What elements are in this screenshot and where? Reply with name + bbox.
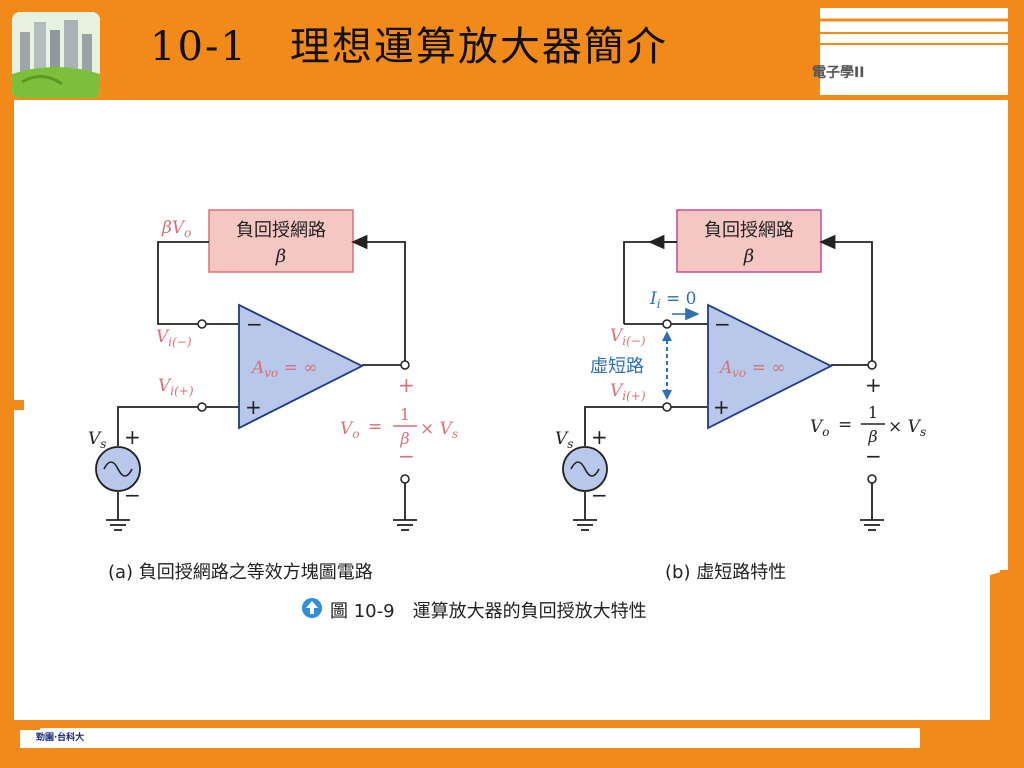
wire-b-feedback-out — [819, 234, 873, 365]
feedback-box-a — [208, 209, 354, 273]
output-b-frac-num: 1 — [868, 403, 878, 422]
opamp-b-plus-sign: + — [713, 395, 730, 419]
output-b-frac-den: β — [867, 427, 877, 446]
wire-b-source — [584, 406, 663, 446]
opamp-b-minus-sign: − — [714, 312, 731, 336]
opamp-a-plus-sign: + — [245, 395, 262, 419]
label-b-vs: Vs — [555, 429, 573, 451]
caption-a: (a) 負回授網路之等效方塊圖電路 — [108, 562, 373, 583]
wire-a-source — [117, 406, 200, 446]
wire-b-feedback-in — [623, 241, 677, 324]
feedback-box-b-line1: 負回授網路 — [704, 220, 794, 241]
ground-icon — [860, 519, 884, 531]
up-arrow-circle-icon — [302, 598, 322, 618]
source-b-plus: + — [591, 425, 608, 449]
diagram-a: 負回授網路 β − + Avo = ∞ βVo Vi(−) Vi(+) Vs +… — [88, 209, 458, 531]
source-b-minus: − — [591, 483, 608, 507]
label-a-vin-plus: Vi(+) — [158, 376, 194, 398]
caption-b: (b) 虛短路特性 — [665, 562, 787, 583]
output-a-frac-num: 1 — [400, 405, 410, 424]
slide-title: 10-1 理想運算放大器簡介 — [150, 24, 668, 70]
output-a-plus: + — [398, 373, 415, 397]
opamp-b — [707, 303, 834, 430]
output-b-equals: = — [838, 415, 852, 435]
sine-wave-icon — [570, 461, 600, 477]
opamp-b-gain: Avo = ∞ — [718, 358, 786, 380]
subject-label: 電子學II — [812, 65, 865, 81]
wire-a-feedback-in — [157, 241, 209, 325]
wire-a-feedback-out — [351, 234, 406, 365]
output-a-times-vs: × Vs — [420, 419, 458, 441]
output-b-vo: Vo — [810, 417, 830, 439]
terminal-b-out — [867, 360, 877, 370]
output-b-plus: + — [865, 373, 882, 397]
opamp-a-minus-sign: − — [246, 312, 263, 336]
terminal-a-out — [400, 360, 410, 370]
ground-icon — [393, 519, 417, 531]
source-a-plus: + — [124, 425, 141, 449]
label-a-beta-vo: βVo — [161, 218, 191, 240]
label-b-vin-plus: Vi(+) — [610, 381, 646, 403]
source-a-minus: − — [124, 483, 141, 507]
thumbnail-image — [12, 12, 100, 98]
output-a-frac-den: β — [399, 429, 409, 448]
label-a-vin-minus: Vi(−) — [156, 327, 192, 349]
output-a-minus: − — [398, 444, 415, 468]
terminal-b-minus — [662, 319, 672, 329]
terminal-a-out-ground — [400, 474, 410, 484]
virtual-short-arrow-up-icon — [662, 331, 672, 341]
ground-icon — [573, 519, 597, 531]
opamp-a-gain: Avo = ∞ — [250, 358, 318, 380]
terminal-b-plus — [662, 402, 672, 412]
sine-wave-icon — [103, 461, 133, 477]
terminal-b-out-ground — [867, 474, 877, 484]
ground-icon — [106, 519, 130, 531]
opamp-a — [238, 303, 365, 430]
label-b-vin-minus: Vi(−) — [610, 326, 646, 348]
feedback-box-b-line2: β — [743, 246, 754, 267]
output-b-times-vs: × Vs — [888, 417, 926, 439]
feedback-box-a-line1: 負回授網路 — [236, 220, 326, 241]
publisher-logo: 勁園‧台科大 — [36, 733, 85, 743]
output-a-vo: Vo — [340, 419, 360, 441]
feedback-box-a-line2: β — [275, 246, 286, 267]
label-b-virtual-short: 虛短路 — [590, 356, 644, 377]
diagram-b: 負回授網路 β − + Avo = ∞ Ii = 0 Vi(−) Vi(+) 虛… — [555, 209, 926, 531]
label-b-ii: Ii = 0 — [649, 289, 696, 311]
output-a-equals: = — [368, 417, 382, 437]
terminal-a-minus — [197, 319, 207, 329]
virtual-short-arrow-down-icon — [662, 390, 672, 400]
terminal-a-plus — [197, 402, 207, 412]
label-a-vs: Vs — [88, 429, 106, 451]
output-b-minus: − — [865, 444, 882, 468]
figure-caption: 圖 10-9 運算放大器的負回授放大特性 — [330, 601, 647, 622]
